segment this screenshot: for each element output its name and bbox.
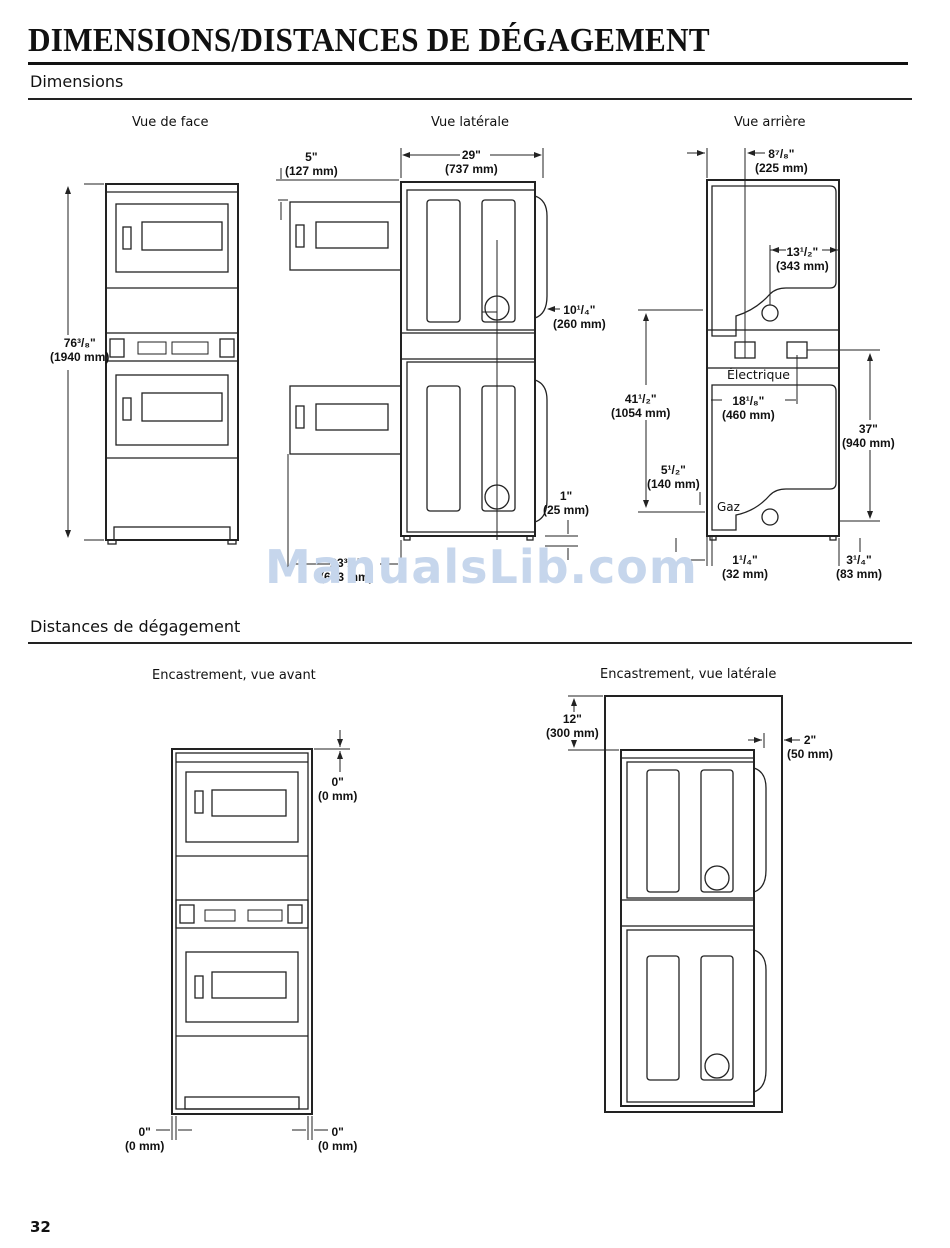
dim-side-foot: 1"(25 mm) [543, 489, 590, 517]
page-number: 32 [30, 1218, 51, 1236]
dim-front-height: 76³/₈"(1940 mm) [50, 336, 110, 364]
front-view-drawing [65, 183, 239, 545]
label-electric: Électrique [727, 367, 790, 382]
dim-rear-gas-side: 1¹/₄"(32 mm) [722, 553, 769, 581]
label-recess-front-view: Encastrement, vue avant [152, 668, 316, 683]
dim-side-door-bottom: 23³/₄"(603 mm) [320, 556, 373, 584]
dim-side-vent: 10¹/₄"(260 mm) [553, 303, 606, 331]
section-rule-clearances [28, 642, 912, 644]
label-gas: Gaz [717, 500, 740, 514]
dim-recess-side-top: 12"(300 mm) [546, 712, 599, 740]
title-rule [28, 62, 908, 65]
section-rule-dimensions [28, 98, 912, 100]
dim-rear-vent-side: 13¹/₂"(343 mm) [776, 245, 829, 273]
rear-view-drawing [638, 148, 880, 566]
label-recess-side-view: Encastrement, vue latérale [600, 667, 777, 682]
recess-front-drawing [156, 730, 350, 1140]
dim-recess-top: 0"(0 mm) [318, 775, 358, 803]
dim-recess-right: 0"(0 mm) [318, 1125, 358, 1153]
dim-side-door-top: 5"(127 mm) [285, 150, 338, 178]
dim-recess-left: 0"(0 mm) [125, 1125, 165, 1153]
dim-rear-right: 3¹/₄"(83 mm) [836, 553, 883, 581]
dim-recess-side-back: 2"(50 mm) [787, 733, 834, 761]
dim-rear-gas-height: 5¹/₂"(140 mm) [647, 463, 700, 491]
section-heading-clearances: Distances de dégagement [30, 617, 241, 636]
dim-rear-37: 37"(940 mm) [842, 422, 895, 450]
label-rear-view: Vue arrière [734, 115, 806, 130]
section-heading-dimensions: Dimensions [30, 72, 124, 91]
label-front-view: Vue de face [132, 115, 209, 130]
dim-rear-elec-side: 18¹/₈"(460 mm) [722, 394, 775, 422]
watermark: ManualsLib.com [265, 540, 698, 594]
dim-side-depth: 29"(737 mm) [445, 148, 498, 176]
side-view-drawing [276, 148, 578, 570]
dim-rear-elec-height: 41¹/₂"(1054 mm) [611, 392, 671, 420]
dim-rear-top: 8⁷/₈"(225 mm) [755, 147, 808, 175]
recess-side-drawing [568, 695, 800, 1113]
label-side-view: Vue latérale [431, 115, 509, 130]
page-title: DIMENSIONS/DISTANCES DE DÉGAGEMENT [28, 22, 710, 59]
